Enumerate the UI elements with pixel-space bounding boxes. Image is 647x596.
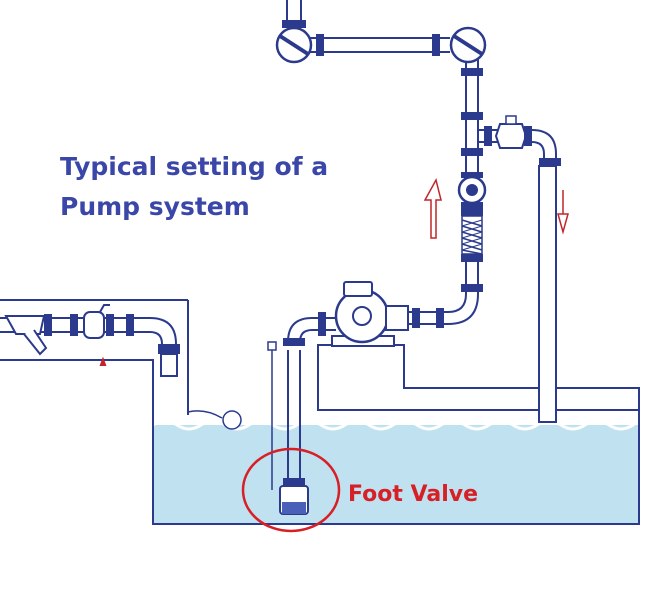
flow-meter	[457, 172, 487, 208]
water-tank	[0, 299, 647, 525]
diagram-title-line1: Typical setting of a	[60, 152, 328, 181]
discharge-pipe	[408, 58, 483, 328]
check-valve	[478, 115, 532, 149]
up-flow-arrow	[423, 177, 442, 239]
foot-valve	[279, 478, 309, 515]
water-body	[153, 425, 639, 524]
tank-outline	[152, 300, 640, 525]
pump	[334, 281, 409, 344]
float-switch	[187, 410, 242, 430]
tank-left-wall	[0, 359, 154, 415]
foot-valve-label: Foot Valve	[348, 482, 478, 507]
suction-pipe	[267, 312, 336, 490]
water-surface-wave	[152, 419, 647, 431]
inlet-flow-arrow	[99, 356, 107, 367]
down-flow-arrow	[557, 190, 569, 235]
foot-valve-highlight-circle	[241, 447, 341, 533]
strainer	[4, 314, 52, 356]
return-pipe	[531, 129, 561, 423]
flexible-hose	[461, 215, 483, 255]
top-pipe	[275, 0, 487, 64]
pump-base	[317, 335, 640, 411]
diagram-title-line2: Pump system	[60, 192, 250, 221]
